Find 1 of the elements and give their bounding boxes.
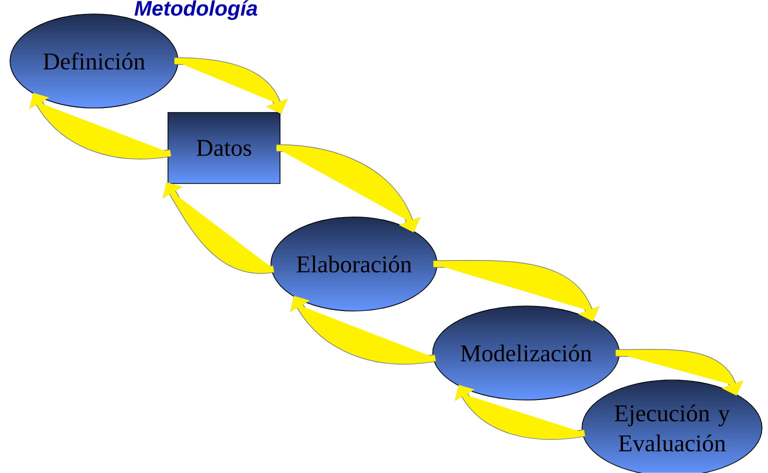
- stage-box: Datos: [168, 112, 280, 184]
